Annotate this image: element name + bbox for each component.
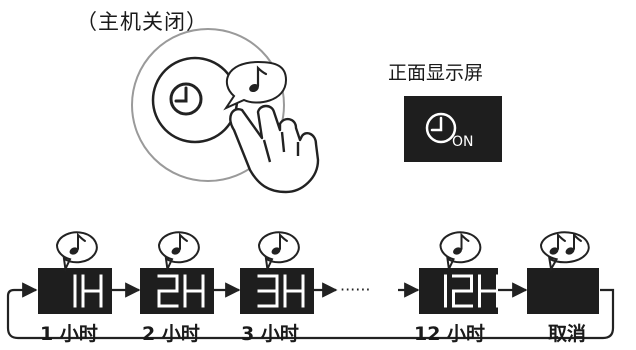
music-note-icon xyxy=(453,232,470,255)
step-label: 12 小时 xyxy=(414,323,486,345)
timer-display-1h xyxy=(38,268,112,314)
sound-bubble xyxy=(55,231,98,273)
timer-display-off xyxy=(527,268,599,314)
display-background xyxy=(527,268,599,314)
timer-display-3h xyxy=(240,268,314,314)
music-note-icon xyxy=(549,232,566,255)
step-label: 取消 xyxy=(548,323,587,345)
sound-bubble xyxy=(157,231,200,273)
sound-bubble xyxy=(439,231,482,273)
clock-icon xyxy=(169,82,203,116)
loop-back-line xyxy=(6,282,615,340)
display-on-label: ON xyxy=(452,134,474,150)
sound-bubble xyxy=(223,60,288,111)
timer-display-12h xyxy=(419,268,499,314)
pointing-hand-icon xyxy=(229,104,320,194)
music-note-icon xyxy=(69,232,86,255)
front-display-title: 正面显示屏 xyxy=(388,62,484,84)
music-note-icon xyxy=(249,65,268,93)
timer-display-2h xyxy=(140,268,214,314)
front-display-panel: ON xyxy=(404,96,502,162)
page-caption: （主机关闭） xyxy=(76,10,208,34)
timer-sequence: ······ xyxy=(38,231,599,314)
sound-bubble xyxy=(257,231,300,273)
music-note-icon xyxy=(565,232,582,255)
sound-bubble xyxy=(539,231,590,272)
music-note-icon xyxy=(171,232,188,255)
step-label: 1 小时 xyxy=(40,323,98,345)
clock-on-icon: ON xyxy=(425,112,474,150)
step-label: 2 小时 xyxy=(142,323,200,345)
ellipsis-dots: ······ xyxy=(340,280,371,299)
step-label: 3 小时 xyxy=(241,323,299,345)
music-note-icon xyxy=(271,232,288,255)
